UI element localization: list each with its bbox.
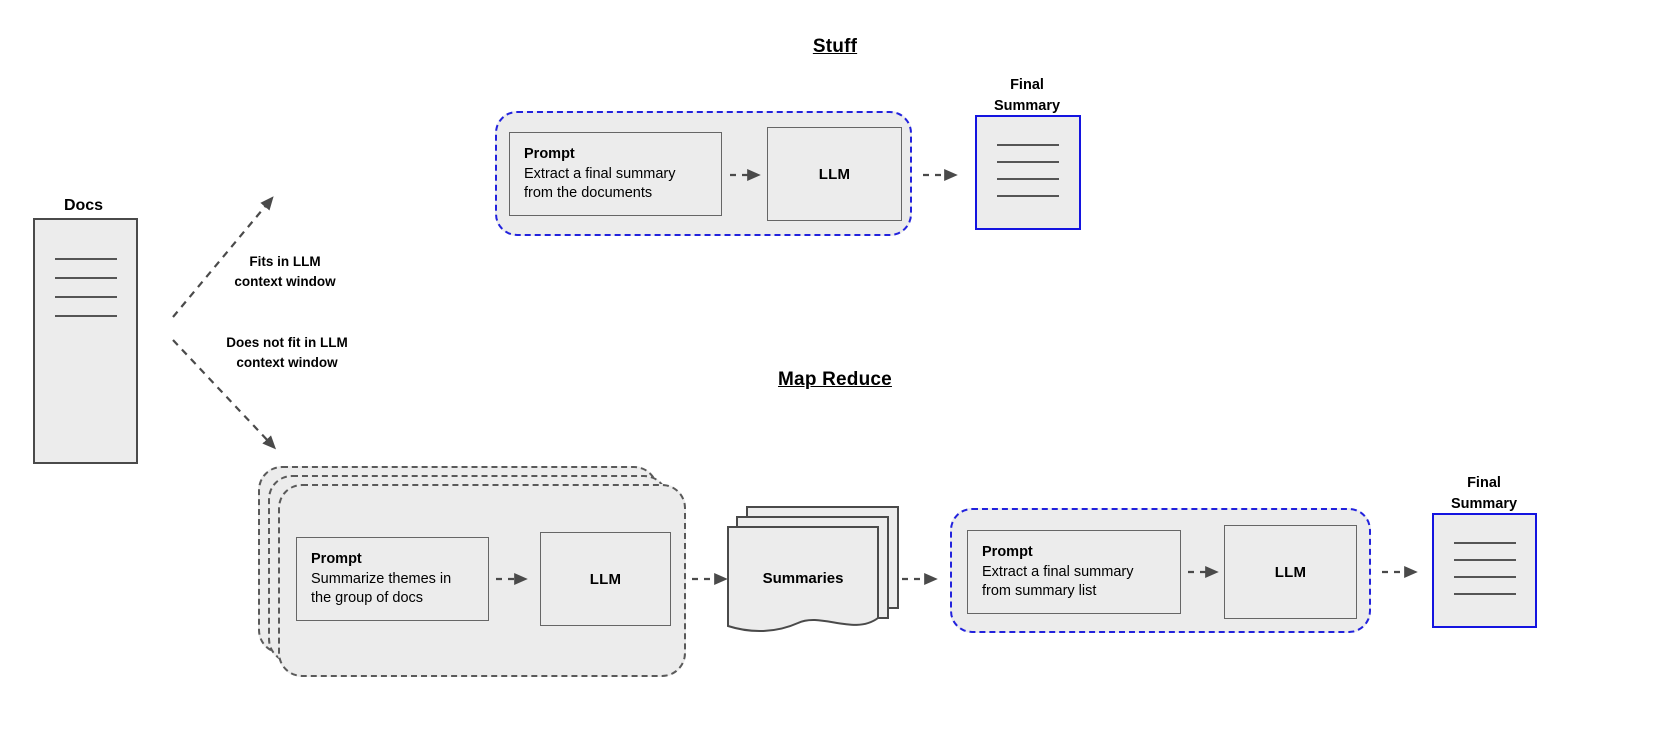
map-prompt-body: Summarize themes in the group of docs [311, 570, 452, 607]
branch-label-does-not-fit: Does not fit in LLM context window [226, 335, 348, 370]
map-reduce-final-summary-box [1432, 513, 1537, 628]
map-reduce-final-summary-lines [1434, 542, 1535, 595]
summaries-label: Summaries [762, 570, 844, 587]
docs-label: Docs [63, 197, 104, 214]
docs-lines [35, 258, 136, 317]
summary-line [1453, 593, 1516, 595]
reduce-llm-label: LLM [1274, 563, 1307, 581]
stuff-prompt-box: Prompt Extract a final summary from the … [509, 132, 722, 216]
summaries-stack [727, 506, 899, 633]
stuff-llm-label: LLM [818, 165, 851, 183]
stuff-prompt-title: Prompt [524, 146, 575, 162]
stuff-prompt-body: Extract a final summary from the documen… [524, 165, 676, 202]
docs-line [54, 296, 117, 298]
branch-arrows [172, 196, 277, 450]
stuff-final-summary-box [975, 115, 1081, 230]
summary-line [1453, 542, 1516, 544]
docs-line [54, 315, 117, 317]
docs-line [54, 277, 117, 279]
docs-line [54, 258, 117, 260]
stuff-final-summary-label: Final Summary [993, 77, 1061, 115]
arrow-reduce-to-final-summary [1382, 566, 1418, 578]
arrow-stuff-prompt-to-llm [730, 169, 761, 181]
map-reduce-final-summary-label: Final Summary [1450, 475, 1518, 513]
arrow-summaries-to-reduce [902, 573, 938, 585]
summary-line [1453, 559, 1516, 561]
branch-label-fits: Fits in LLM context window [234, 254, 336, 289]
docs-box [33, 218, 138, 464]
map-prompt-box: Prompt Summarize themes in the group of … [296, 537, 489, 621]
map-prompt-title: Prompt [311, 551, 362, 567]
reduce-llm-box: LLM [1224, 525, 1357, 619]
summary-line [997, 178, 1059, 180]
stuff-llm-box: LLM [767, 127, 902, 221]
arrow-stuff-llm-to-summary [923, 169, 958, 181]
reduce-prompt-body: Extract a final summary from summary lis… [982, 563, 1134, 600]
section-title-map-reduce: Map Reduce [778, 369, 892, 390]
stuff-final-summary-lines [977, 144, 1079, 197]
section-title-stuff: Stuff [812, 36, 858, 57]
summary-line [997, 144, 1059, 146]
summary-line [1453, 576, 1516, 578]
summary-line [997, 161, 1059, 163]
arrow-map-to-summaries [692, 573, 728, 585]
reduce-prompt-box: Prompt Extract a final summary from summ… [967, 530, 1181, 614]
reduce-prompt-title: Prompt [982, 544, 1033, 560]
map-llm-box: LLM [540, 532, 671, 626]
arrow-reduce-prompt-to-llm [1188, 566, 1219, 578]
map-llm-label: LLM [589, 570, 622, 588]
summary-line [997, 195, 1059, 197]
arrow-map-prompt-to-llm [496, 573, 528, 585]
